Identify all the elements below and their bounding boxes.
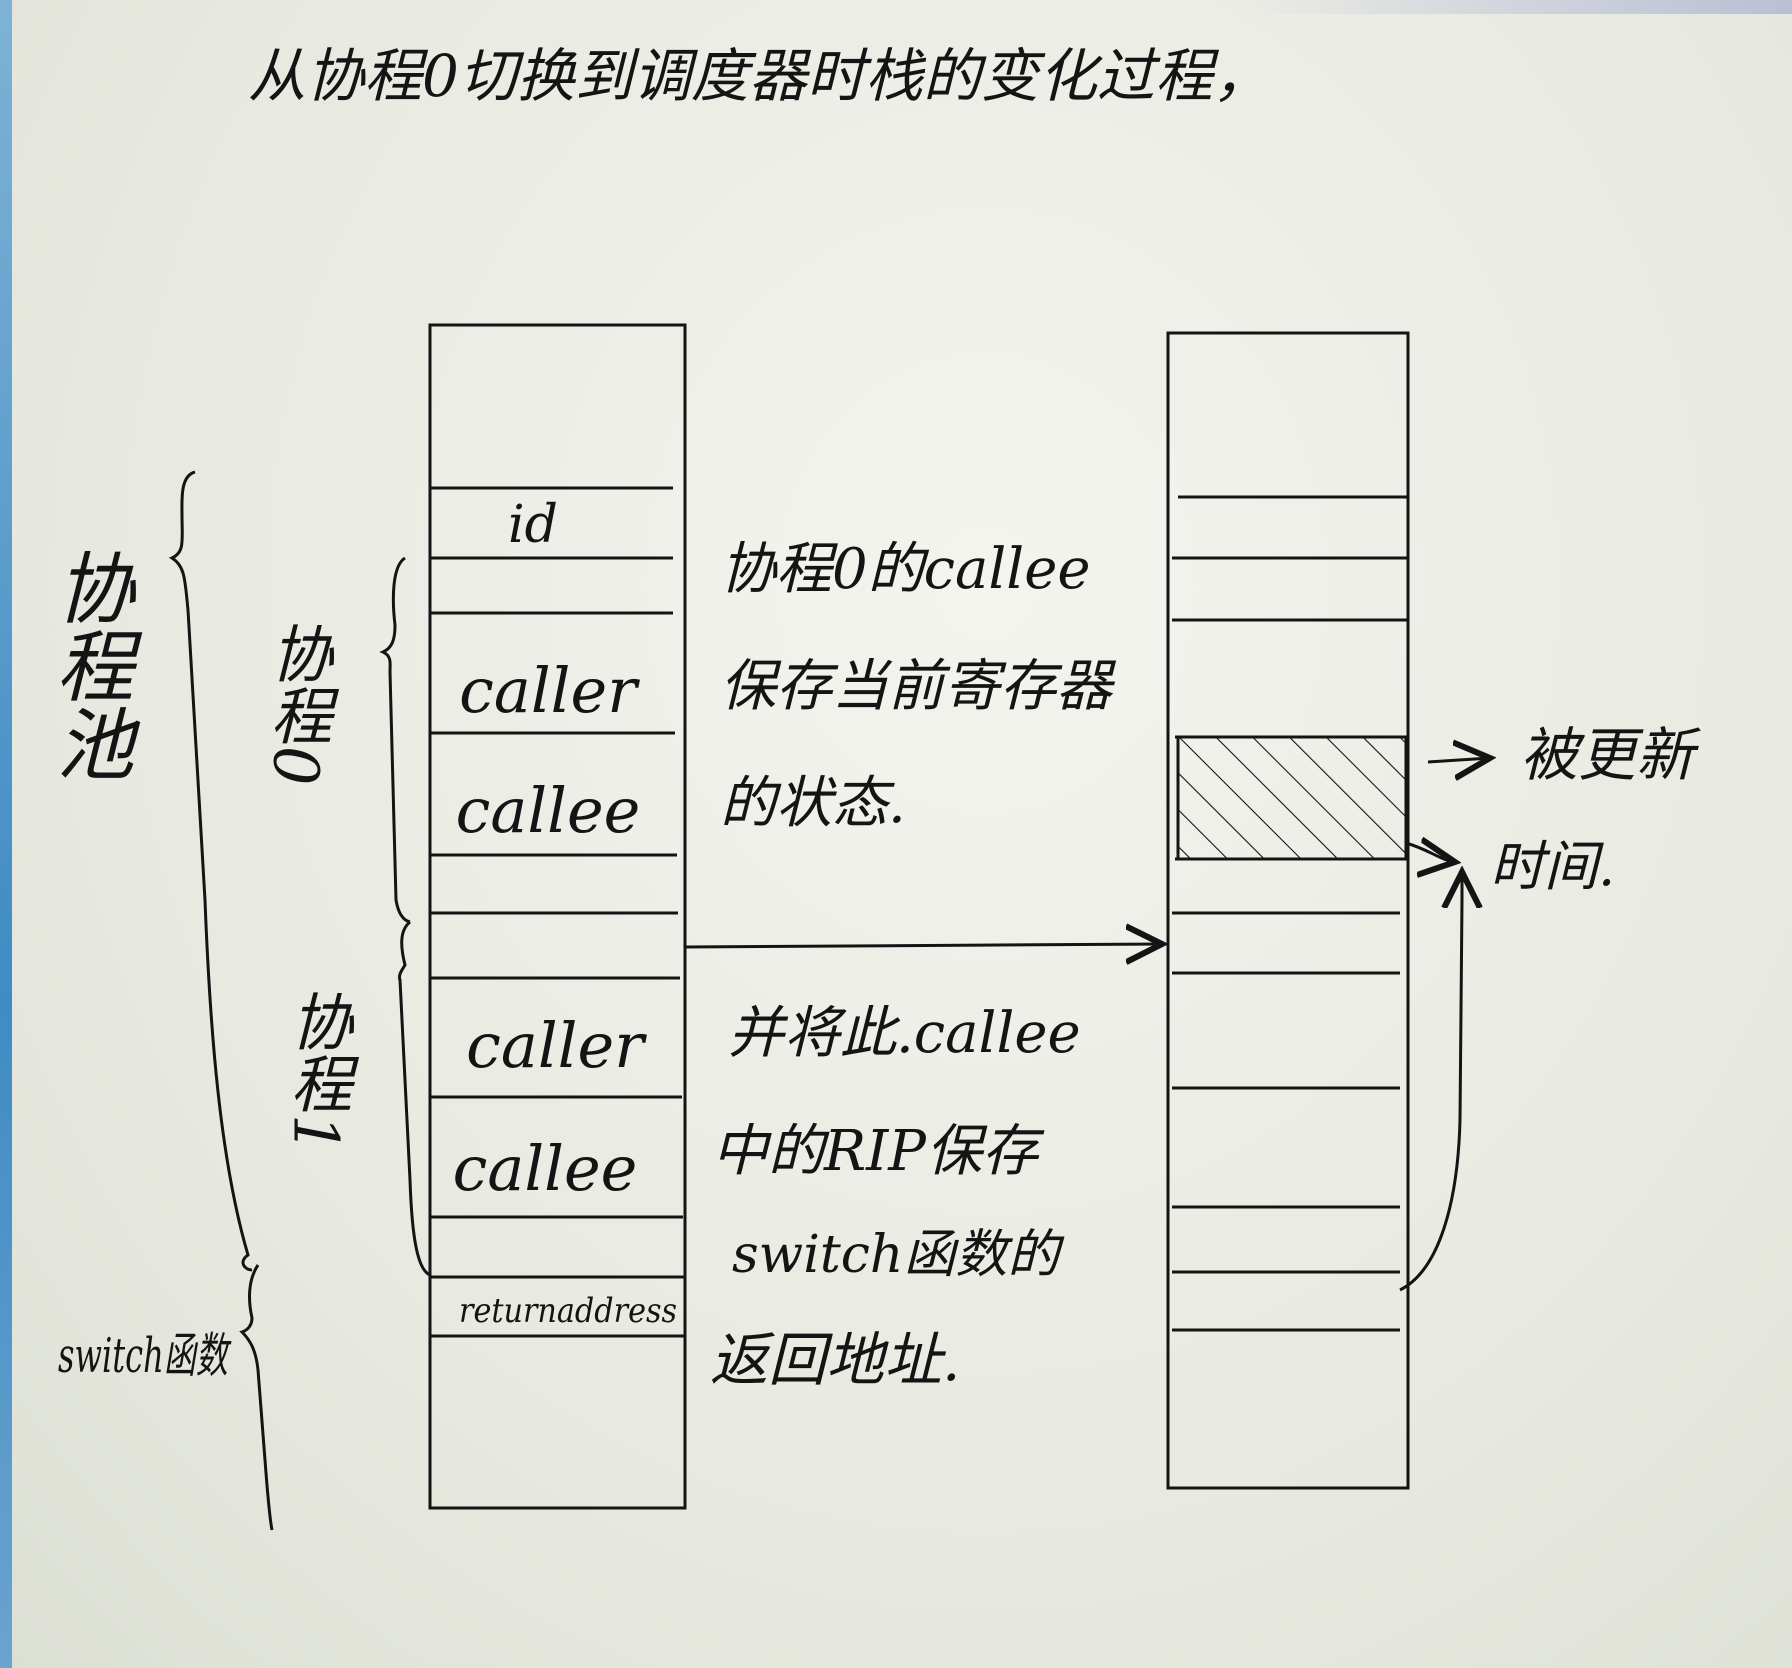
- brace-switch-function: [239, 1264, 274, 1531]
- note-rip-line-4: 返回地址.: [710, 1326, 960, 1394]
- label-coroutine-pool-text: 协程池: [43, 548, 133, 782]
- stack-cell-callee-0: callee: [456, 774, 641, 847]
- note-updated-line-1: 被更新: [1520, 721, 1701, 789]
- note-callee-line-2: 保存当前寄存器: [720, 654, 1117, 719]
- label-coroutine-0: 协程0: [260, 622, 333, 785]
- stack-cell-caller-0: caller: [459, 654, 640, 727]
- right-stack: [1166, 331, 1410, 1490]
- left-braces: [168, 470, 431, 1531]
- label-switch-function: switch函数: [58, 1328, 232, 1384]
- label-coroutine-1-text: 协程1: [280, 990, 353, 1153]
- stack-cell-id: id: [508, 495, 558, 555]
- switch-arrow: [684, 944, 1162, 947]
- stack-cell-caller-1: caller: [466, 1009, 647, 1082]
- note-callee-saved: 协程0的callee 保存当前寄存器 的状态.: [720, 537, 1117, 836]
- note-callee-line-3: 的状态.: [720, 771, 906, 836]
- right-stack-outline: [1166, 331, 1410, 1490]
- stack-cell-callee-1: callee: [453, 1132, 638, 1205]
- brace-coroutine-1: [398, 920, 431, 1277]
- left-stack: [428, 323, 687, 1510]
- hatched-updated-cell: [1176, 735, 1408, 861]
- note-rip-line-1: 并将此.callee: [728, 1001, 1081, 1066]
- note-rip-saved: 并将此.callee 中的RIP保存 switch函数的 返回地址.: [710, 1001, 1081, 1394]
- left-stack-outline: [428, 323, 687, 1510]
- return-address-arrow: [1399, 872, 1462, 1292]
- note-updated: 被更新 时间.: [1490, 721, 1701, 898]
- note-rip-line-3: switch函数的: [732, 1225, 1065, 1285]
- note-updated-line-2: 时间.: [1490, 835, 1615, 898]
- label-coroutine-0-text: 协程0: [260, 622, 333, 785]
- hatch-to-time-arrow: [1405, 843, 1455, 862]
- brace-coroutine-0: [379, 556, 411, 924]
- note-callee-line-1: 协程0的callee: [720, 537, 1090, 602]
- updated-arrow: [1427, 758, 1490, 762]
- label-coroutine-1: 协程1: [280, 990, 353, 1153]
- stack-cell-return-address: returnaddress: [459, 1291, 677, 1331]
- page-title: 从协程0切换到调度器时栈的变化过程，: [248, 42, 1271, 110]
- note-rip-line-2: 中的RIP保存: [712, 1119, 1045, 1184]
- brace-coroutine-pool: [168, 470, 253, 1272]
- label-coroutine-pool: 协程池: [43, 548, 133, 782]
- desk-edge: [0, 0, 12, 1668]
- desk-edge-top: [1232, 0, 1792, 14]
